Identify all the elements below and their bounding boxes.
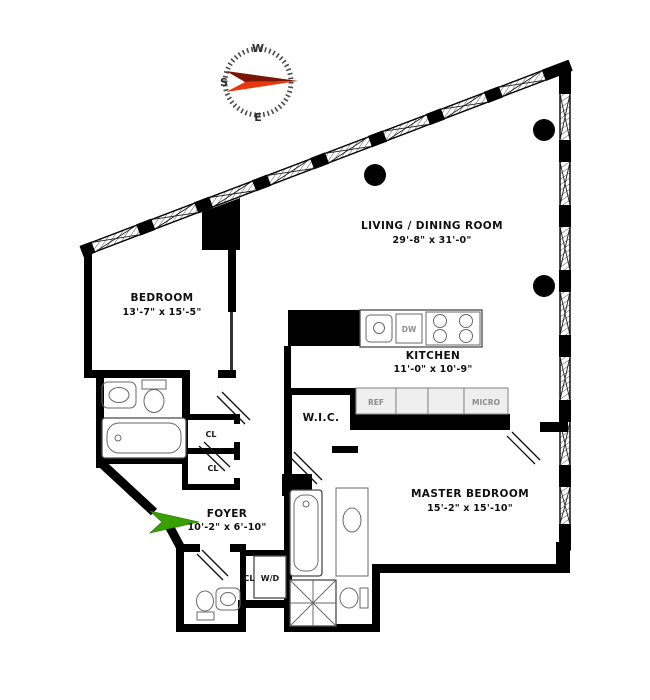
compass-needle-dark (226, 71, 298, 82)
closet-label: CL (206, 430, 217, 439)
toilet (196, 590, 215, 621)
room-labels: LIVING / DINING ROOM 29'-8" x 31'-0" BED… (122, 220, 529, 583)
kitchen-sink (365, 314, 393, 343)
compass-south: S (220, 76, 228, 89)
compass-west: W (252, 42, 264, 55)
compass-east: E (254, 111, 262, 124)
master-bedroom-dims: 15'-2" x 15'-10" (427, 503, 513, 514)
sink-basin (108, 387, 130, 403)
toilet (141, 379, 167, 413)
kitchen-label: KITCHEN (406, 350, 460, 362)
column (364, 164, 386, 186)
sink-counter (101, 381, 137, 409)
washer-dryer-label: W/D (261, 574, 280, 583)
closet-label: CL (208, 464, 219, 473)
compass-needle-red (226, 81, 298, 92)
bathroom-upper (101, 379, 187, 459)
bedroom-label: BEDROOM (130, 292, 193, 304)
closet-label: CL (244, 574, 255, 583)
sink-basin (342, 507, 362, 533)
foyer-label: FOYER (207, 508, 248, 520)
range-stove (425, 311, 481, 346)
wic-label: W.I.C. (303, 412, 340, 424)
sink (215, 587, 241, 611)
appliance-row: REF MICRO (355, 387, 509, 415)
bedroom-dims: 13'-7" x 15'-5" (122, 307, 201, 318)
columns (364, 119, 555, 297)
living-dining-label: LIVING / DINING ROOM (361, 220, 503, 232)
compass: W S E (220, 42, 298, 124)
column (533, 275, 555, 297)
refrigerator-box (355, 387, 397, 415)
bathroom-lower (196, 587, 241, 621)
bathroom-master (289, 487, 369, 627)
window-mullions (91, 70, 546, 253)
kitchen-dims: 11'-0" x 10'-9" (393, 364, 472, 375)
right-window-wall (559, 69, 571, 551)
cabinet-box (395, 387, 429, 415)
living-dining-dims: 29'-8" x 31'-0" (392, 235, 471, 246)
vanity (335, 487, 369, 577)
microwave-box (463, 387, 509, 415)
shower (289, 579, 337, 627)
microwave-label: MICRO (472, 398, 500, 407)
walls (84, 198, 570, 632)
foyer-dims: 10'-2" x 6'-10" (187, 522, 266, 533)
entry-arrow (148, 510, 200, 534)
door-swings (196, 391, 541, 581)
top-window-wall (79, 59, 573, 257)
structural-pier (202, 198, 240, 250)
window-piers (80, 59, 573, 257)
master-bedroom-label: MASTER BEDROOM (411, 488, 529, 500)
bathtub (101, 417, 187, 459)
kitchen-island (288, 310, 360, 346)
washer-dryer: W/D (253, 555, 287, 599)
kitchen-counter: DW (359, 309, 483, 348)
dishwasher: DW (395, 313, 423, 344)
refrigerator-label: REF (368, 398, 384, 407)
cabinet-box (427, 387, 465, 415)
bathtub (289, 489, 323, 577)
column (533, 119, 555, 141)
dishwasher-label: DW (402, 325, 417, 334)
toilet (339, 587, 369, 609)
window-mullions (559, 93, 571, 525)
